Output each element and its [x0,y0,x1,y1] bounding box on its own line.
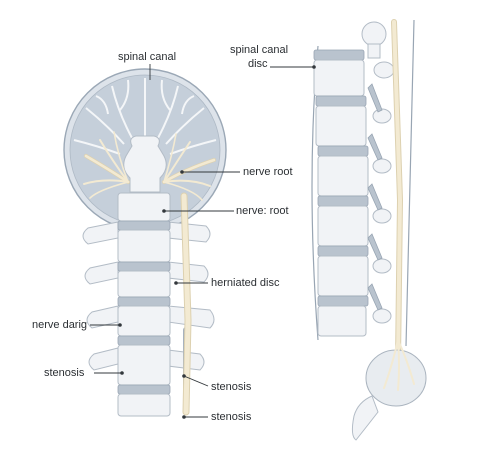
left-spinal-column [82,192,215,417]
label-nerve-darig: nerve darig [32,319,88,331]
central-bone [123,135,167,193]
canal-lobes [73,78,217,155]
nerve-fan-right [162,133,216,201]
leader-lines [90,64,316,419]
sagittal-vertebrae [313,49,369,337]
sagittal-processes [367,61,395,324]
nerve-fan-left [83,131,130,199]
cross-section-view [63,68,227,232]
sagittal-view [311,19,427,441]
label-spinal-canal-disc-2: disc [248,58,268,70]
cauda-equina [383,339,415,391]
label-spinal-canal-disc-1: spinal canal [230,44,289,56]
label-nerve-root-upper: nerve root [243,166,293,178]
coccyx [351,395,379,441]
label-stenosis-right-upper: stenosis [211,381,252,393]
label-stenosis-right-lower: stenosis [211,411,252,423]
top-knob [361,21,387,47]
label-herniated-disc: herniated disc [211,277,280,289]
sacral-bulb [365,349,427,407]
label-stenosis-left: stenosis [44,367,85,379]
label-spinal-canal: spinal canal [118,51,177,63]
label-nerve-root-lower: nerve: root [236,205,289,217]
